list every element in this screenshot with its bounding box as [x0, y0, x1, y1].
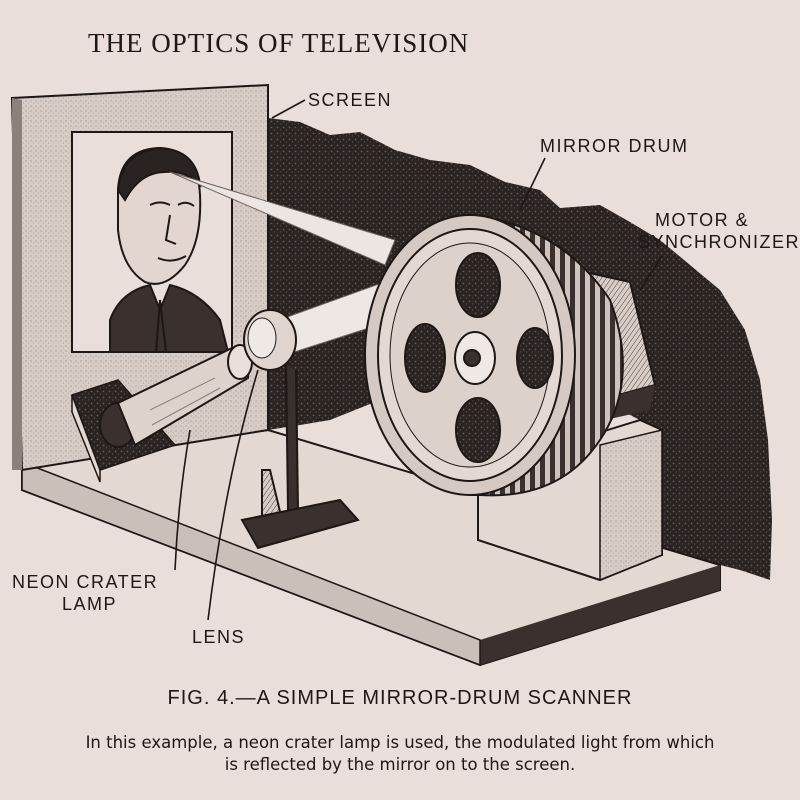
portrait-man: [109, 146, 230, 353]
lens-assembly: [240, 309, 360, 550]
page-title: THE OPTICS OF TELEVISION: [88, 28, 470, 58]
pointer-lens: [207, 369, 259, 621]
pointer-screen: [271, 99, 306, 119]
pointer-lamp: [174, 429, 191, 571]
figure-caption: FIG. 4.—A SIMPLE MIRROR-DRUM SCANNER: [167, 687, 633, 709]
light-beam-to-screen: [169, 171, 396, 266]
label-lens: LENS: [192, 627, 246, 647]
label-motor-line2: SYNCHRONIZER: [638, 232, 800, 252]
figure-description: In this example, a neon crater lamp is u…: [10, 732, 790, 776]
label-lamp-line1: NEON CRATER: [12, 572, 159, 592]
description-line-2: is reflected by the mirror on to the scr…: [224, 755, 576, 774]
pointer-mirror-drum: [519, 157, 546, 211]
label-motor-line1: MOTOR &: [655, 210, 750, 230]
label-lamp-line2: LAMP: [62, 594, 118, 614]
mirror-drum: [364, 214, 576, 496]
label-screen: SCREEN: [308, 90, 393, 110]
description-line-1: In this example, a neon crater lamp is u…: [85, 733, 715, 752]
label-mirror-drum: MIRROR DRUM: [540, 136, 689, 156]
pointer-motor: [639, 255, 663, 291]
